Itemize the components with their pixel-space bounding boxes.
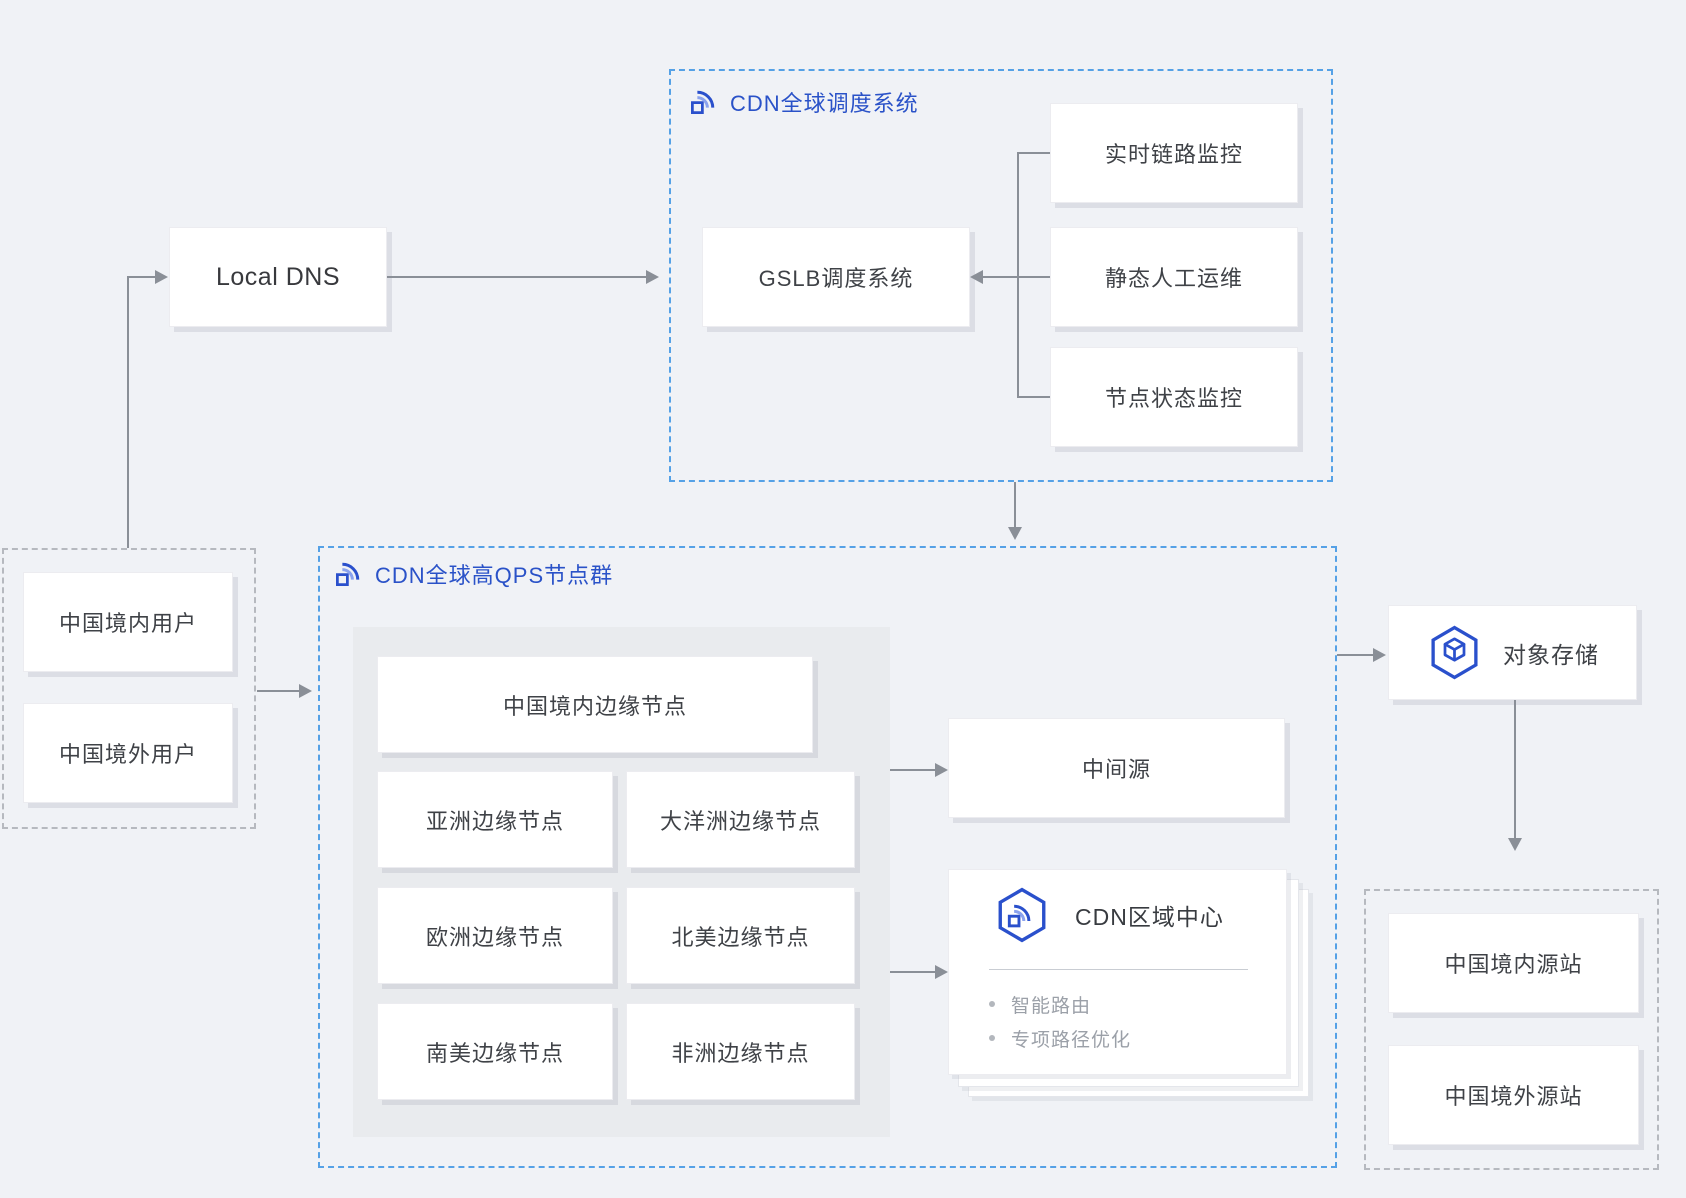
node-mid-source: 中间源 [948,718,1285,818]
node-overseas-origin: 中国境外源站 [1388,1045,1639,1145]
object-storage-icon [1426,624,1483,681]
bullet-dot-icon [989,1001,995,1007]
node-domestic-users: 中国境内用户 [23,572,233,672]
arrowhead-into-gslb [970,270,983,284]
arrow-users-to-qps-line [257,690,300,692]
connector-monitor-branch-bottom [1017,396,1050,398]
node-edge-africa: 非洲边缘节点 [626,1003,855,1100]
node-edge-north-america: 北美边缘节点 [626,887,855,984]
arrow-storage-to-origins-line [1514,700,1516,840]
region-center-title: CDN区域中心 [1075,904,1224,930]
arrowhead-qps-to-storage [1373,648,1386,662]
group-cdn-global-scheduling [669,69,1333,482]
region-center-feature: 专项路径优化 [989,1021,1131,1055]
node-overseas-users: 中国境外用户 [23,703,233,803]
cdn-hexagon-icon [993,886,1051,944]
group-origins [1364,889,1659,1170]
arrowhead-storage-to-origins [1508,838,1522,851]
arrowhead-scheduling-to-qps [1008,527,1022,540]
arrow-panel-to-midsource-line [890,769,937,771]
group-cdn-qps-cluster [318,546,1337,1168]
region-center-feature: 智能路由 [989,987,1131,1021]
node-edge-oceania: 大洋洲边缘节点 [626,771,855,868]
node-object-storage: 对象存储 [1388,605,1637,700]
cdn-icon [333,559,363,589]
group-cdn-global-scheduling-title: CDN全球调度系统 [688,86,919,118]
arrow-panel-to-regioncenter-line [890,971,937,973]
region-center-feature-list: 智能路由 专项路径优化 [989,987,1131,1055]
node-edge-south-america: 南美边缘节点 [377,1003,613,1100]
region-center-header: CDN区域中心 [993,886,1224,944]
node-local-dns: Local DNS [169,227,387,327]
node-edge-europe: 欧洲边缘节点 [377,887,613,984]
node-link-monitor: 实时链路监控 [1050,103,1298,203]
group-cdn-qps-cluster-title: CDN全球高QPS节点群 [333,558,613,590]
node-node-status-monitor: 节点状态监控 [1050,347,1298,447]
cdn-icon [688,87,718,117]
connector-monitor-branch-top [1017,152,1050,154]
arrowhead-users-to-qps [299,684,312,698]
arrowhead-users-to-localdns [155,270,168,284]
card-cdn-region-center: CDN区域中心 智能路由 专项路径优化 [948,869,1287,1075]
arrow-qps-to-storage-line [1337,654,1375,656]
arrow-localdns-to-scheduling-line [387,276,647,278]
arrow-users-to-localdns-vline [127,277,129,548]
node-static-ops: 静态人工运维 [1050,227,1298,327]
arrow-scheduling-to-qps-line [1014,482,1016,528]
connector-monitor-trunk [1017,152,1019,398]
arrowhead-panel-to-regioncenter [935,965,948,979]
node-domestic-origin: 中国境内源站 [1388,913,1639,1013]
arrow-users-to-localdns-hline [127,276,157,278]
arrowhead-panel-to-midsource [935,763,948,777]
group-users [2,548,256,829]
node-edge-asia: 亚洲边缘节点 [377,771,613,868]
region-center-divider [989,969,1248,970]
arrowhead-localdns-to-scheduling [646,270,659,284]
node-china-edge: 中国境内边缘节点 [377,656,813,753]
connector-monitor-branch-mid [982,276,1050,278]
node-gslb: GSLB调度系统 [702,227,970,327]
bullet-dot-icon [989,1035,995,1041]
